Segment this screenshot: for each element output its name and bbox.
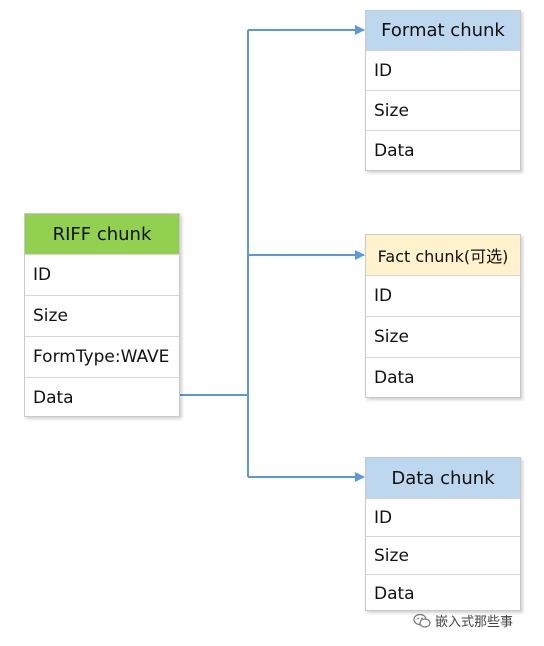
riff-chunk-title: RIFF chunk bbox=[25, 214, 179, 254]
data-field-size: Size bbox=[366, 536, 520, 574]
data-field-data: Data bbox=[366, 574, 520, 612]
data-chunk-title: Data chunk bbox=[366, 458, 520, 498]
data-field-id: ID bbox=[366, 498, 520, 536]
data-chunk-box: Data chunk ID Size Data bbox=[365, 457, 521, 611]
format-field-id: ID bbox=[366, 50, 520, 90]
format-field-size: Size bbox=[366, 90, 520, 130]
watermark-text: 嵌入式那些事 bbox=[435, 615, 514, 630]
format-field-data: Data bbox=[366, 130, 520, 170]
wechat-icon bbox=[413, 613, 431, 628]
fact-chunk-title: Fact chunk(可选) bbox=[366, 235, 520, 275]
riff-field-id: ID bbox=[25, 254, 179, 295]
format-chunk-box: Format chunk ID Size Data bbox=[365, 10, 521, 171]
format-chunk-title: Format chunk bbox=[366, 11, 520, 50]
riff-field-data: Data bbox=[25, 377, 179, 418]
riff-field-formtype: FormType:WAVE bbox=[25, 336, 179, 377]
fact-field-data: Data bbox=[366, 357, 520, 398]
riff-chunk-box: RIFF chunk ID Size FormType:WAVE Data bbox=[24, 213, 180, 417]
fact-chunk-box: Fact chunk(可选) ID Size Data bbox=[365, 234, 521, 398]
watermark: 嵌入式那些事 bbox=[413, 611, 513, 630]
riff-field-size: Size bbox=[25, 295, 179, 336]
fact-field-size: Size bbox=[366, 316, 520, 357]
fact-field-id: ID bbox=[366, 275, 520, 316]
